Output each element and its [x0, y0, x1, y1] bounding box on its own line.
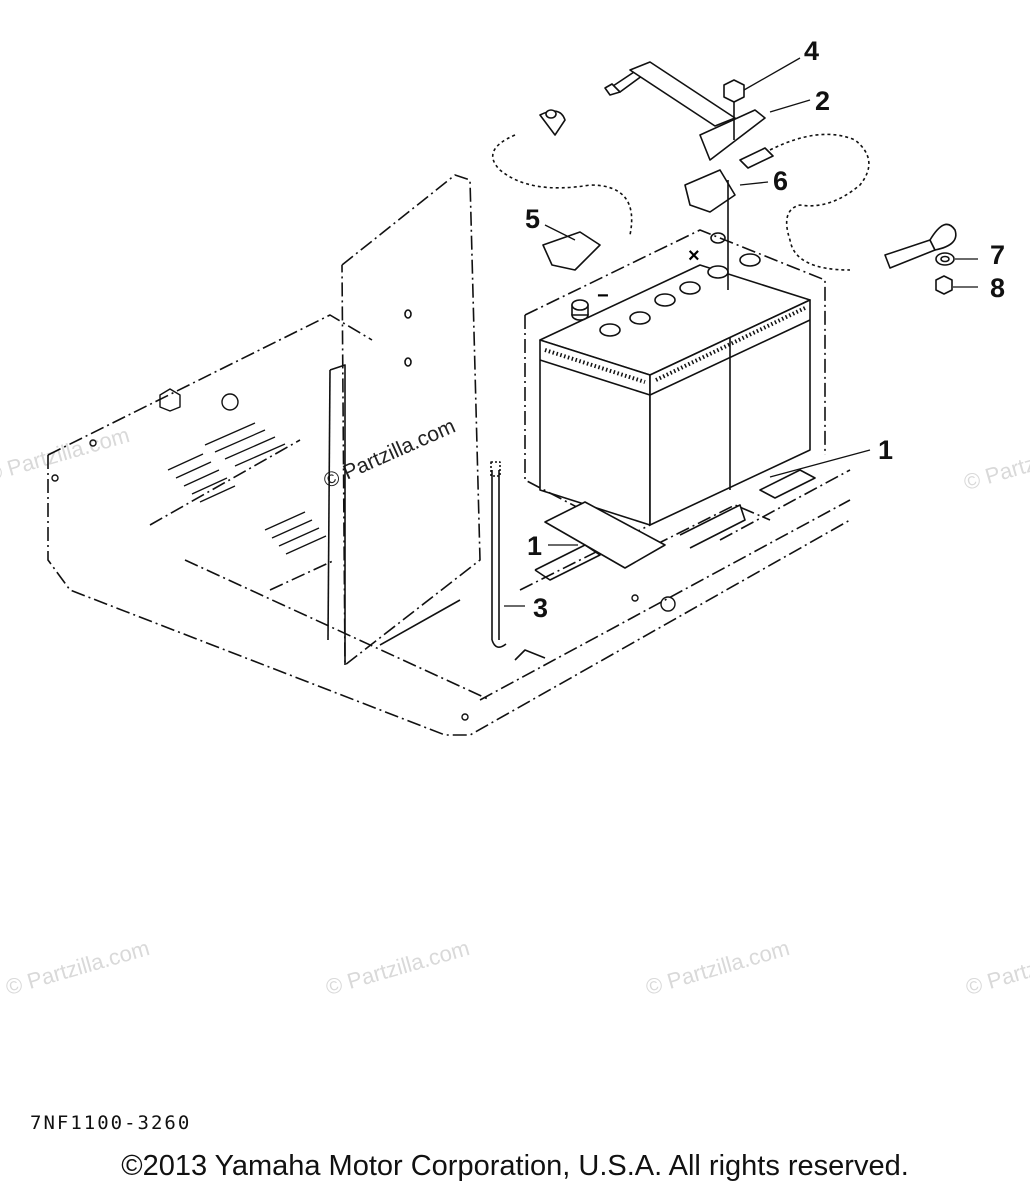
hold-down-rod: [490, 461, 507, 648]
callout-3: 3: [533, 593, 549, 623]
leader-lines: [504, 57, 978, 607]
positive-cable: [491, 109, 633, 271]
negative-cable: [684, 133, 870, 290]
copyright-notice: ©2013 Yamaha Motor Corporation, U.S.A. A…: [121, 1150, 909, 1182]
battery-pad: [544, 469, 816, 569]
battery-band: [604, 61, 766, 161]
callout-2: 2: [815, 86, 831, 116]
diagram-part-code: 7NF1100-3260: [30, 1112, 192, 1134]
callout-5: 5: [525, 204, 541, 234]
nut-8: [935, 275, 953, 295]
callout-1: 1: [527, 531, 543, 561]
callout-7: 7: [990, 240, 1006, 270]
tray-holes: [51, 388, 676, 721]
terminal-bolt: [884, 223, 957, 269]
vertical-panel: [327, 174, 481, 666]
battery: [524, 229, 826, 541]
battery-shelf: [514, 504, 746, 661]
negative-terminal-mark: −: [597, 285, 609, 307]
positive-terminal-mark: ×: [688, 245, 700, 267]
tray-slots: [167, 422, 327, 555]
callout-8: 8: [990, 273, 1006, 303]
battery-caps: [571, 232, 761, 337]
nut-4: [723, 79, 745, 140]
callout-4: 4: [804, 36, 820, 66]
washer-7: [935, 252, 955, 266]
callout-1: 1: [878, 435, 894, 465]
callout-6: 6: [773, 166, 789, 196]
